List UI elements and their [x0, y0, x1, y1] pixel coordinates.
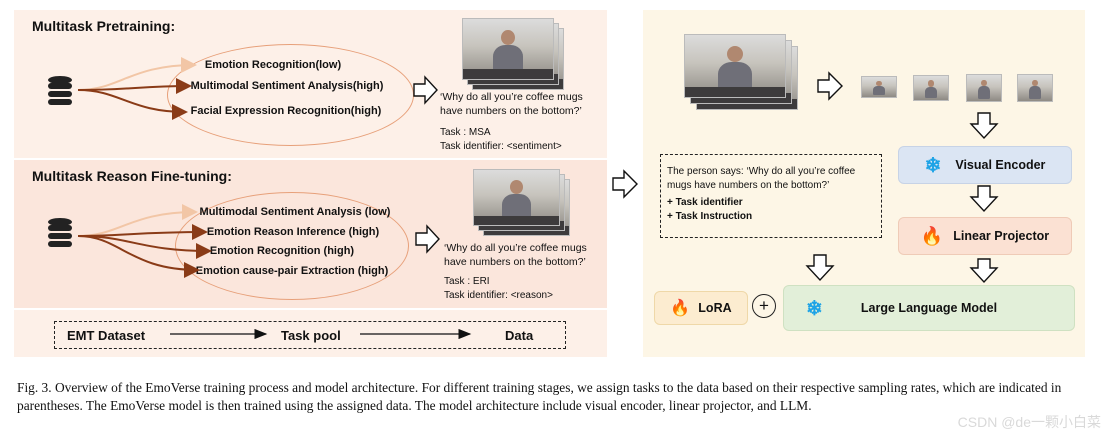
transcript-quote: ‘Why do all you’re coffee mugs have numb…	[440, 91, 583, 117]
sampling-arrow-high	[77, 235, 212, 259]
prompt-text: The person says: ‘Why do all you’re coff…	[667, 166, 856, 191]
block-arrow-right	[612, 169, 638, 199]
reason-finetuning-title: Multitask Reason Fine-tuning:	[32, 168, 232, 184]
task-label: Task : ERI	[444, 276, 490, 287]
sampling-arrow-high	[77, 89, 188, 120]
transcript-quote: ‘Why do all you’re coffee mugs have numb…	[444, 242, 587, 268]
video-frame	[473, 169, 560, 226]
visual-encoder-box: ❄ Visual Encoder	[898, 146, 1072, 184]
task-identifier: Task identifier: <sentiment>	[440, 141, 562, 152]
prompt-instruction: + Task Instruction	[667, 211, 753, 222]
visual-encoder-label: Visual Encoder	[955, 158, 1046, 172]
frame-patch	[966, 74, 1002, 102]
lora-label: LoRA	[698, 301, 732, 315]
database-icon	[48, 218, 72, 247]
llm-label: Large Language Model	[860, 301, 998, 315]
frame-patch	[1017, 74, 1053, 102]
plus-operator: +	[752, 294, 776, 318]
prompt-identifier: + Task identifier	[667, 197, 743, 208]
figure-caption: Fig. 3. Overview of the EmoVerse trainin…	[17, 380, 1062, 413]
flow-box	[54, 321, 566, 349]
task-identifier: Task identifier: <reason>	[444, 290, 553, 301]
reason-task: Emotion Recognition (high)	[209, 245, 355, 257]
block-arrow-down	[969, 112, 999, 140]
lora-box: 🔥 LoRA	[654, 291, 748, 325]
pretraining-task: Facial Expression Recognition(high)	[190, 105, 382, 117]
flow-data-label: Data	[505, 328, 534, 343]
pretraining-task: Emotion Recognition(low)	[204, 59, 342, 71]
frame-patch	[913, 75, 949, 101]
video-frame	[462, 18, 554, 80]
reason-task: Emotion cause-pair Extraction (high)	[195, 265, 389, 277]
sampling-arrow-high	[77, 78, 192, 95]
block-arrow-down	[805, 254, 835, 282]
task-label: Task : MSA	[440, 127, 491, 138]
reason-task: Multimodal Sentiment Analysis (low)	[199, 206, 391, 218]
snowflake-icon: ❄	[924, 154, 942, 177]
block-arrow-right	[413, 75, 438, 105]
watermark: CSDN @de一颗小白菜	[957, 414, 1101, 430]
flow-pool-label: Task pool	[281, 328, 341, 343]
prompt-box	[660, 154, 882, 238]
flow-dataset-label: EMT Dataset	[67, 328, 146, 343]
block-arrow-down	[969, 185, 999, 213]
flame-icon: 🔥	[670, 300, 691, 317]
database-icon	[48, 76, 72, 105]
linear-projector-label: Linear Projector	[953, 229, 1050, 243]
sampling-arrow-high	[77, 235, 200, 278]
reason-task: Emotion Reason Inference (high)	[206, 226, 380, 238]
pretraining-task: Multimodal Sentiment Analysis(high)	[190, 80, 384, 92]
block-arrow-down	[969, 258, 999, 284]
pretraining-title: Multitask Pretraining:	[32, 18, 176, 34]
frame-patch	[861, 76, 897, 98]
reason-task-ellipse	[175, 192, 409, 300]
llm-box: ❄ Large Language Model	[783, 285, 1075, 331]
linear-projector-box: 🔥 Linear Projector	[898, 217, 1072, 255]
snowflake-icon: ❄	[806, 297, 823, 320]
block-arrow-right	[817, 71, 843, 101]
block-arrow-right	[415, 224, 440, 254]
flame-icon: 🔥	[920, 225, 944, 246]
video-frame	[684, 34, 786, 98]
flow-panel	[14, 310, 607, 357]
